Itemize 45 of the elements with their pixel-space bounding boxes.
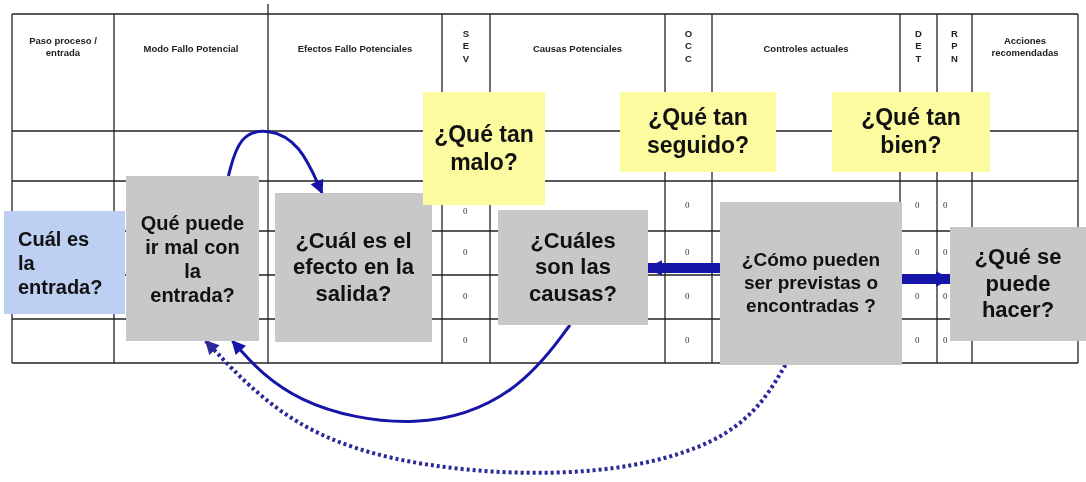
sticky-note <box>620 92 776 172</box>
table-value: 0 <box>685 291 690 301</box>
table-value: 0 <box>463 247 468 257</box>
table-value: 0 <box>943 200 948 210</box>
table-value: 0 <box>463 291 468 301</box>
question-box <box>126 176 259 341</box>
arrow <box>902 271 952 287</box>
question-text: ¿Qué tan bien? <box>860 104 962 160</box>
column-header: Controles actuales <box>762 43 850 56</box>
table-value: 0 <box>915 291 920 301</box>
column-header-letters: R P N <box>950 28 959 66</box>
table-value: 0 <box>943 335 948 345</box>
question-text: Qué puede ir mal con la entrada? <box>140 210 245 307</box>
column-header-letters: D E T <box>914 28 923 66</box>
table-value: 0 <box>685 247 690 257</box>
table-value: 0 <box>915 335 920 345</box>
column-header: Paso proceso / entrada <box>28 35 98 60</box>
question-text: ¿Qué se puede hacer? <box>973 244 1063 324</box>
question-text: ¿Cómo pueden ser previstas o encontradas ? <box>740 249 882 318</box>
arrow <box>231 324 572 423</box>
dotted-arrow <box>204 339 788 475</box>
sticky-note <box>423 92 545 205</box>
question-box <box>720 202 902 365</box>
question-box <box>498 210 648 325</box>
question-box <box>950 227 1086 341</box>
column-header: Acciones recomendadas <box>990 35 1060 60</box>
column-header: Efectos Fallo Potenciales <box>296 43 414 56</box>
question-text: ¿Qué tan seguido? <box>645 104 751 160</box>
arrow <box>226 129 324 195</box>
table-value: 0 <box>685 335 690 345</box>
question-box <box>4 211 125 314</box>
question-box <box>275 193 432 342</box>
sticky-note <box>832 92 990 172</box>
question-text: Cuál es la entrada? <box>18 226 104 299</box>
question-text: ¿Cuáles son las causas? <box>527 227 619 308</box>
table-value: 0 <box>915 200 920 210</box>
column-header: Causas Potenciales <box>531 43 624 56</box>
column-header: Modo Fallo Potencial <box>142 43 240 56</box>
question-text: ¿Qué tan malo? <box>433 120 535 177</box>
table-value: 0 <box>685 200 690 210</box>
column-header-letters: O C C <box>683 28 694 66</box>
column-header-letters: S E V <box>461 28 471 66</box>
table-value: 0 <box>463 335 468 345</box>
question-text: ¿Cuál es el efecto en la salida? <box>291 227 415 308</box>
table-value: 0 <box>915 247 920 257</box>
